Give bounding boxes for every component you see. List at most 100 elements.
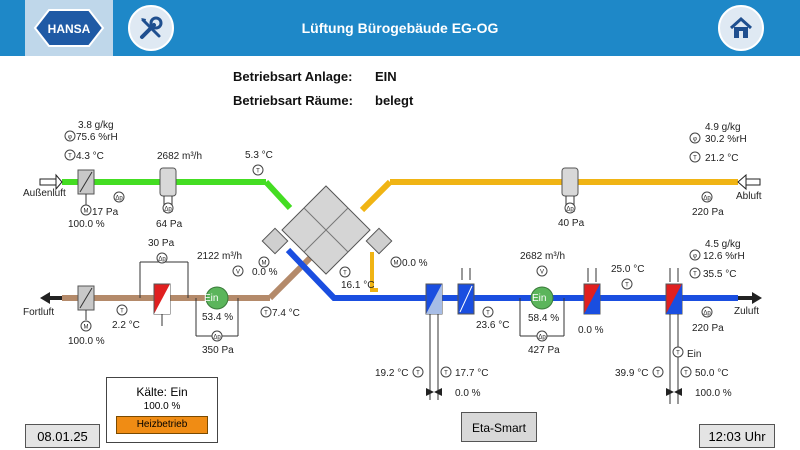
fortluft-fan-speed: 53.4 % (202, 312, 234, 323)
svg-text:Δp: Δp (566, 207, 574, 213)
fortluft-coil-dp-sensor: Δp (156, 252, 168, 264)
heat-recovery-exchanger (261, 185, 393, 275)
cooler-valve (426, 388, 442, 396)
fortluft-damper (77, 285, 95, 320)
svg-text:T: T (264, 311, 268, 317)
tools-button[interactable] (128, 5, 174, 51)
top-bar: HANSA Lüftung Bürogebäude EG-OG (0, 0, 800, 56)
svg-text:T: T (68, 154, 72, 160)
svg-text:φ: φ (68, 135, 72, 141)
supply-dp-sensor: Δp (701, 306, 713, 318)
outside-flow: 2682 m³/h (157, 151, 203, 162)
fortluft-outlet-arrow (40, 292, 62, 304)
svg-text:T: T (684, 371, 688, 377)
supply-fan-speed: 58.4 % (528, 313, 560, 324)
fortluft-fan[interactable] (195, 286, 239, 337)
outside-humidity-sensor: φ (64, 130, 76, 142)
heater-pump-state: Ein (687, 349, 702, 360)
svg-text:Δp: Δp (164, 207, 172, 213)
mode-raeume-value: belegt (375, 93, 414, 108)
fortluft-fan-dp-sensor: Δp (211, 330, 223, 342)
outside-temp: 4.3 °C (76, 151, 104, 162)
hrx-mid-temp: 16.1 °C (341, 280, 375, 291)
supply-flow-sensor: V (536, 265, 548, 277)
svg-text:T: T (625, 283, 629, 289)
exhaust-dp-sensor: Δp (701, 191, 713, 203)
cooler-temp-out: 17.7 °C (455, 368, 489, 379)
exhaust-dp: 220 Pa (692, 207, 724, 218)
supply-humidity-abs: 4.5 g/kg (705, 239, 741, 250)
hrx-inlet-temp: 5.3 °C (245, 150, 273, 161)
hrx-bypass-right-motor: M (390, 256, 402, 268)
svg-text:Δp: Δp (703, 311, 711, 317)
outside-filter2-dp-sensor: Δp (162, 202, 174, 214)
fortluft-damper-pos: 100.0 % (68, 336, 105, 347)
supply-temp-sensor: T (689, 267, 701, 279)
outside-air-damper (77, 169, 95, 210)
svg-text:HANSA: HANSA (48, 22, 91, 36)
exhaust-humidity-abs: 4.9 g/kg (705, 122, 741, 133)
supply-cooler-temp-sensor: T (482, 306, 494, 318)
mode-anlage-label: Betriebsart Anlage: (233, 69, 353, 84)
supply-dp: 220 Pa (692, 323, 724, 334)
svg-text:T: T (693, 272, 697, 278)
supply-humidity-sensor: φ (689, 249, 701, 261)
supply-temp-after-cooler: 23.6 °C (476, 320, 510, 331)
mode-anlage-value: EIN (375, 69, 397, 84)
heater-valve (666, 388, 682, 396)
home-button[interactable] (718, 5, 764, 51)
outside-filter-dp-sensor: Δp (113, 191, 125, 203)
outside-humidity-abs: 3.8 g/kg (78, 120, 114, 131)
cooling-status-panel: Kälte: Ein 100.0 % Heizbetrieb (106, 377, 218, 443)
exhaust-humidity-rel: 30.2 %rH (705, 134, 747, 145)
fortluft-fan-pressure: 350 Pa (202, 345, 234, 356)
heater-inlet-temp-sensor: T (652, 366, 664, 378)
outside-filter2-dp: 64 Pa (156, 219, 183, 230)
exhaust-inlet-arrow (737, 173, 761, 191)
svg-text:T: T (416, 371, 420, 377)
svg-text:V: V (236, 270, 240, 276)
outside-filter-dp: 17 Pa (92, 207, 119, 218)
hansa-logo-emblem: HANSA (33, 9, 105, 47)
exhaust-filter-dp-sensor: Δp (564, 202, 576, 214)
svg-text:T: T (656, 371, 660, 377)
supply-fan[interactable] (519, 286, 565, 337)
fortluft-flow-sensor: V (232, 265, 244, 277)
fortluft-temp-after: 7.4 °C (272, 308, 300, 319)
svg-text:Δp: Δp (703, 196, 711, 202)
fortluft-temp-sensor: T (116, 304, 128, 316)
cooler-temp-in: 19.2 °C (375, 368, 409, 379)
date-display: 08.01.25 (25, 424, 100, 448)
hrx-inlet-temp-sensor: T (252, 164, 264, 176)
eta-smart-button[interactable]: Eta-Smart (461, 412, 537, 442)
supply-fan-pressure: 427 Pa (528, 345, 560, 356)
heating-mode-button[interactable]: Heizbetrieb (116, 416, 208, 434)
svg-text:Δp: Δp (213, 335, 221, 341)
svg-text:T: T (256, 169, 260, 175)
fortluft-coil (139, 261, 189, 326)
svg-text:M: M (84, 209, 89, 215)
supply-humidity-rel: 12.6 %rH (703, 251, 745, 262)
page-title: Lüftung Bürogebäude EG-OG (301, 20, 499, 36)
svg-text:φ: φ (693, 137, 697, 143)
heater-outlet-temp-sensor: T (680, 366, 692, 378)
outside-temp-sensor: T (64, 149, 76, 161)
home-icon (729, 16, 753, 38)
zuluft-label: Zuluft (734, 306, 760, 317)
heater-temp-out: 50.0 °C (695, 368, 729, 379)
mode-raeume-label: Betriebsart Räume: (233, 93, 353, 108)
svg-text:V: V (540, 270, 544, 276)
supply-fan-dp-sensor: Δp (536, 330, 548, 342)
cooler-valve-pos: 0.0 % (455, 388, 481, 399)
outside-humidity-rel: 75.6 %rH (76, 132, 118, 143)
svg-text:T: T (444, 371, 448, 377)
fortluft-after-temp-sensor: T (260, 306, 272, 318)
svg-text:Δp: Δp (158, 257, 166, 263)
supply-cooler-coil (425, 283, 443, 400)
cooling-status-percent: 100.0 % (143, 401, 181, 412)
fortluft-damper-motor: M (80, 320, 92, 332)
svg-text:T: T (343, 271, 347, 277)
svg-text:T: T (676, 351, 680, 357)
heater-temp-in: 39.9 °C (615, 368, 649, 379)
exhaust-air-duct (359, 179, 738, 292)
